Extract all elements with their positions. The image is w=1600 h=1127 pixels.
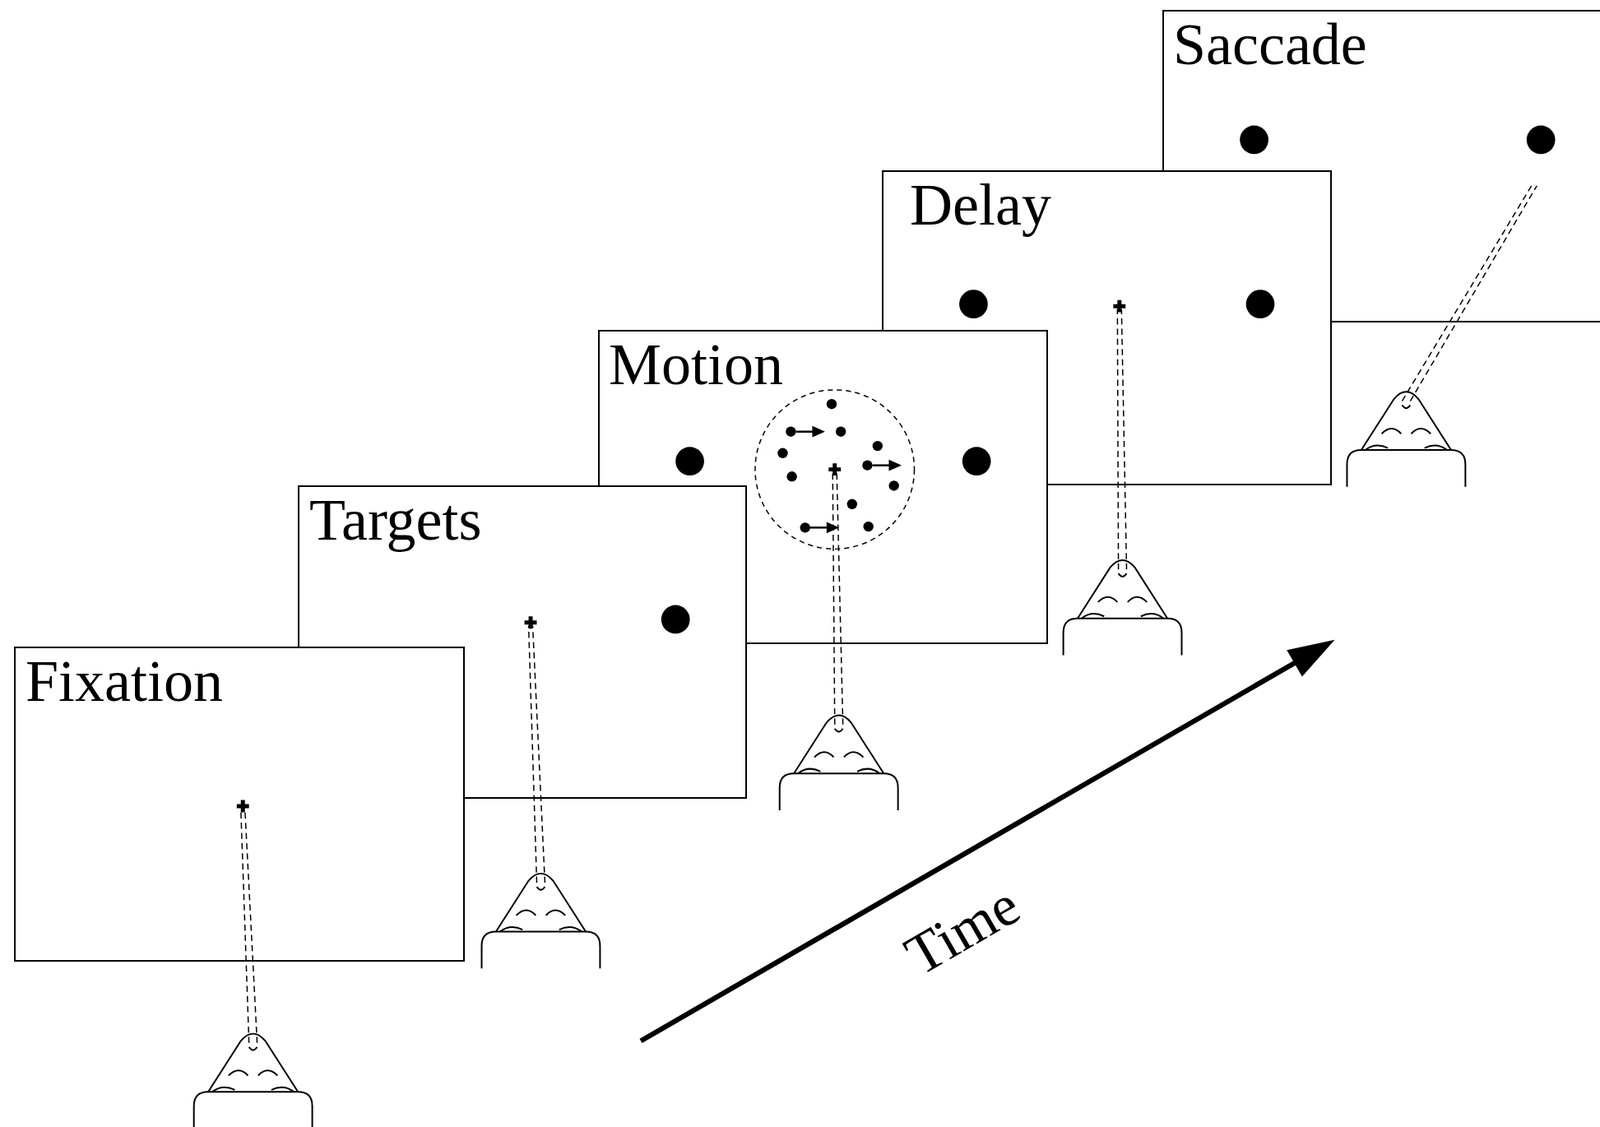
stage-panel: Fixation: [13, 646, 465, 962]
stage-title: Delay: [909, 175, 1052, 235]
axis-label: Time: [896, 875, 1030, 985]
stage-title: Motion: [608, 334, 784, 395]
stage-title: Fixation: [25, 651, 223, 711]
stage-title: Targets: [309, 490, 483, 550]
stage-title: Saccade: [1173, 14, 1368, 75]
